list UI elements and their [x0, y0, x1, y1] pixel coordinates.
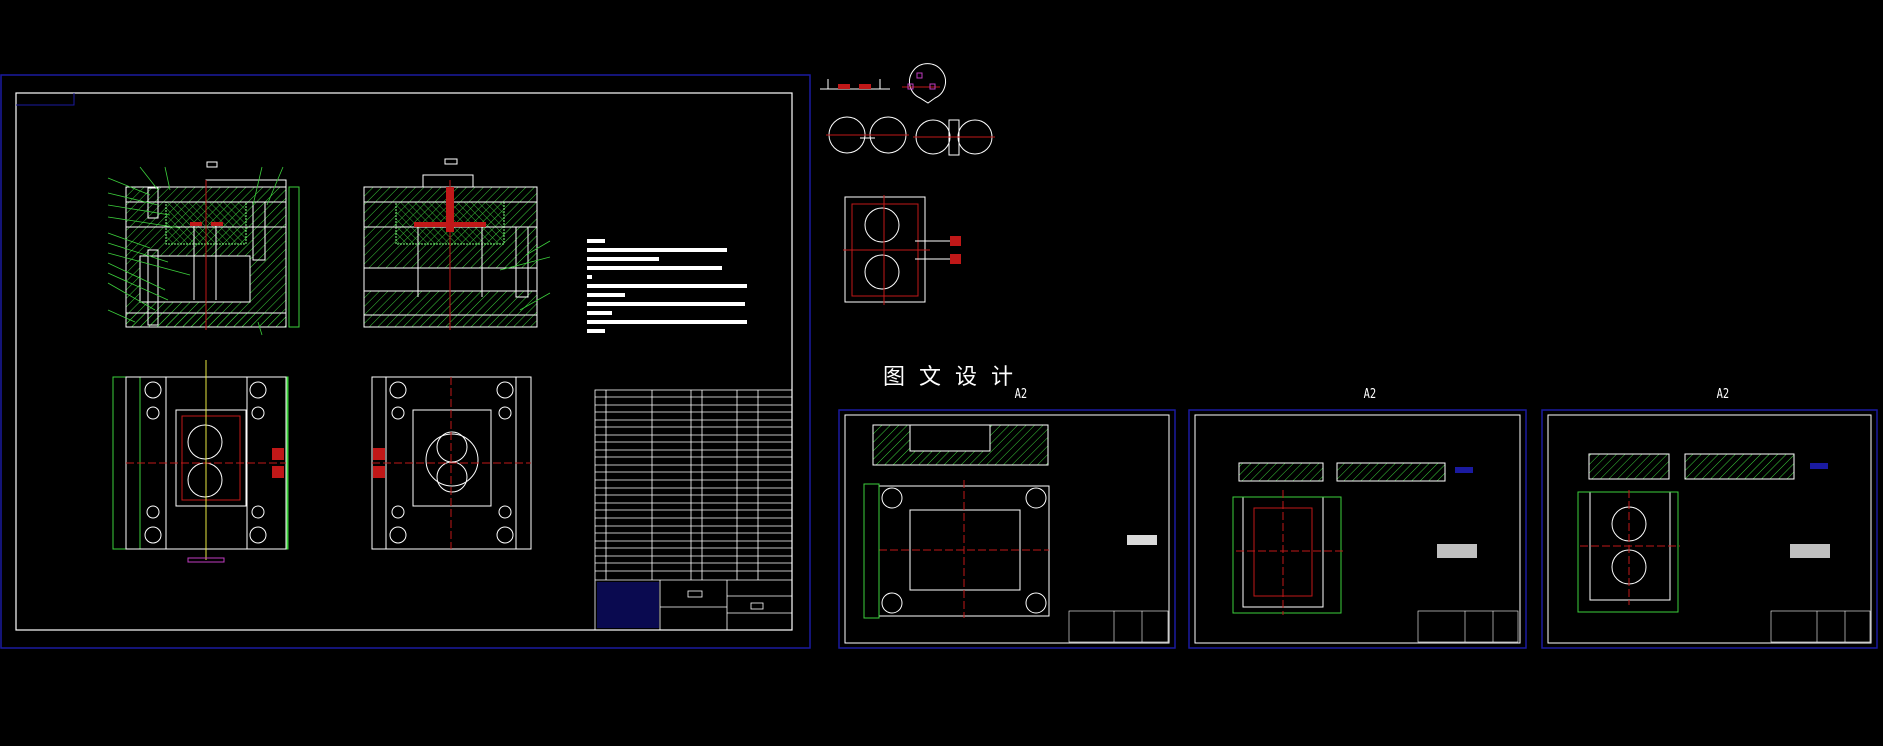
technical-notes	[587, 239, 747, 333]
drawing-set-title: 图文设计	[883, 365, 1028, 390]
plan-view-fixed-half[interactable]	[371, 376, 532, 550]
cavity-layout-sketch	[843, 195, 961, 305]
sheet-frame	[0, 74, 811, 649]
part-sheet-1[interactable]	[838, 409, 1176, 649]
part-top-view-sketch	[902, 63, 946, 104]
bill-of-materials-table[interactable]	[594, 389, 793, 631]
sheet-size-label-2: A2	[1363, 387, 1377, 402]
part-sheet-3[interactable]	[1541, 409, 1878, 649]
front-section-left-view[interactable]	[107, 161, 300, 336]
plan-view-moving-half[interactable]	[112, 360, 289, 563]
runner-layout-sketch-2	[913, 119, 995, 156]
detail-sketches[interactable]	[820, 63, 995, 305]
sheet-size-label-3: A2	[1716, 387, 1730, 402]
inner-border	[15, 92, 793, 631]
part-sheet-2[interactable]	[1188, 409, 1527, 649]
runner-layout-sketch-1	[826, 116, 909, 154]
main-assembly-sheet[interactable]	[0, 74, 811, 649]
front-section-right-view[interactable]	[363, 158, 551, 330]
gate-profile-sketch	[820, 79, 890, 90]
sheet-size-label-1: A2	[1014, 387, 1028, 402]
